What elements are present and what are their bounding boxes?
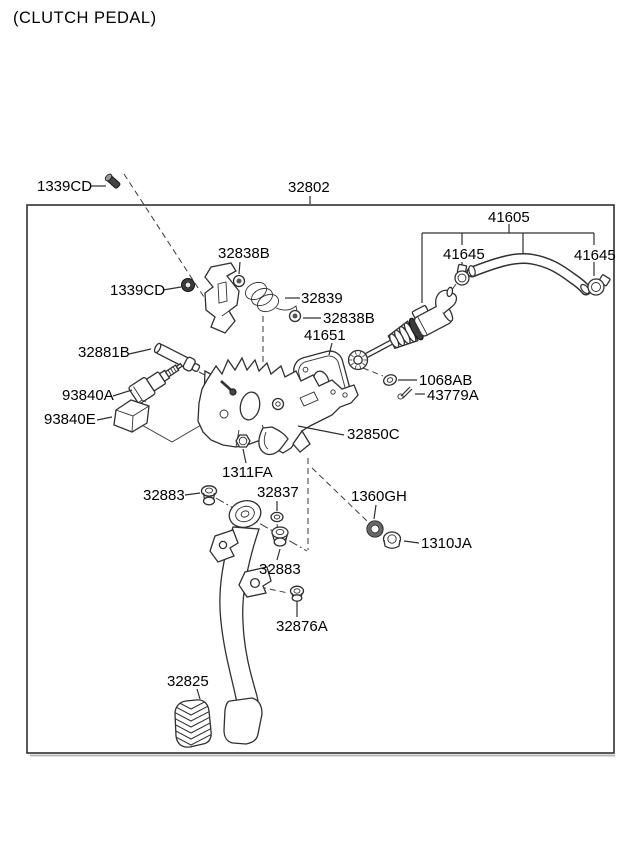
bolt-drawing xyxy=(104,173,121,189)
pedal-member-bracket-drawing xyxy=(204,262,240,334)
part-label-32837: 32837 xyxy=(257,484,299,501)
pivot-nut-drawing xyxy=(235,434,251,448)
lock-nut-drawing xyxy=(382,531,402,549)
washer-drawing xyxy=(366,520,384,538)
part-label-93840E: 93840E xyxy=(44,411,96,428)
part-label-41645: 41645 xyxy=(443,246,485,263)
hose-clamp-drawing xyxy=(454,263,470,286)
clutch-switch-drawing xyxy=(128,362,184,405)
part-label-32839: 32839 xyxy=(301,290,343,307)
part-label-1310JA: 1310JA xyxy=(421,535,472,552)
washer-drawing xyxy=(383,374,397,386)
return-spring-drawing xyxy=(245,281,298,313)
part-label-1360GH: 1360GH xyxy=(351,488,407,505)
stopper-plate-drawing xyxy=(209,529,239,563)
part-label-32825: 32825 xyxy=(167,673,209,690)
nut-drawing xyxy=(181,278,195,292)
part-label-1339CD: 1339CD xyxy=(110,282,165,299)
part-label-32883: 32883 xyxy=(259,561,301,578)
part-label-32838B: 32838B xyxy=(218,245,270,262)
part-labels: (CLUTCH PEDAL) 1339CD 32802 41605 41645 … xyxy=(13,9,616,690)
part-label-41645: 41645 xyxy=(574,247,616,264)
pedal-pad-drawing xyxy=(174,699,212,748)
part-label-32876A: 32876A xyxy=(276,618,328,635)
clutch-hose-drawing xyxy=(466,253,592,296)
pivot-nut-drawing xyxy=(270,511,284,523)
diagram-title: (CLUTCH PEDAL) xyxy=(13,9,157,27)
part-label-32881B: 32881B xyxy=(78,344,130,361)
switch-connector-drawing xyxy=(113,399,150,433)
part-label-32883: 32883 xyxy=(143,487,185,504)
part-label-43779A: 43779A xyxy=(427,387,479,404)
washer-drawing xyxy=(232,274,246,288)
stop-rod-drawing xyxy=(153,342,201,372)
pedal-bracket-assembly-drawing xyxy=(197,356,359,456)
pivot-bushing-drawing xyxy=(200,485,218,506)
part-label-93840A: 93840A xyxy=(62,387,114,404)
part-label-1311FA: 1311FA xyxy=(222,464,273,481)
part-label-32838B: 32838B xyxy=(323,310,375,327)
pad-stop-plate-drawing xyxy=(238,566,272,598)
stopper-nut-drawing xyxy=(289,585,305,602)
part-label-32850C: 32850C xyxy=(347,426,400,443)
part-label-32802: 32802 xyxy=(288,179,330,196)
pedal-pivot-boss-drawing xyxy=(228,500,262,528)
pivot-bushing-drawing xyxy=(271,526,289,547)
part-label-41605: 41605 xyxy=(488,209,530,226)
washer-drawing xyxy=(288,309,302,323)
diagram-frame xyxy=(26,204,615,757)
leader-lines xyxy=(91,185,425,700)
clutch-master-cylinder-drawing xyxy=(347,286,458,371)
hose-clamp-drawing xyxy=(587,274,611,296)
part-label-1068AB: 1068AB xyxy=(419,372,472,389)
part-label-1339CD: 1339CD xyxy=(37,178,92,195)
split-pin-drawing xyxy=(397,386,413,400)
part-label-41651: 41651 xyxy=(304,327,346,344)
